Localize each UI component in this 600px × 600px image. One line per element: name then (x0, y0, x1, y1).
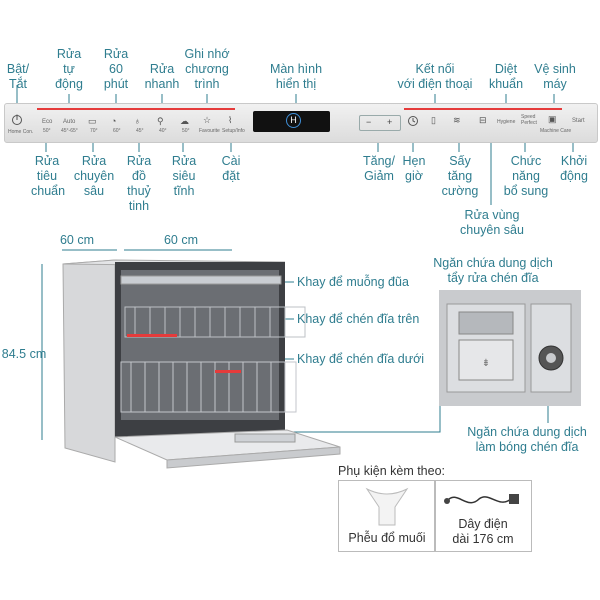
intensive-temp: 70° (90, 128, 98, 134)
power-sub-text: Home Con. (8, 129, 34, 135)
program-bar (37, 108, 235, 110)
label-upper-rack: Khay để chén đĩa trên (297, 312, 420, 326)
funnel-box: Phễu đổ muối (338, 480, 436, 552)
funnel-label: Phễu đổ muối (348, 531, 426, 545)
label-phone-connect: Kết nối với điện thoại (397, 62, 473, 91)
label-settings: Cài đặt (221, 154, 241, 183)
timer-icon[interactable] (407, 115, 419, 127)
glass-icon[interactable]: ♁ (134, 116, 141, 126)
speed-perfect-button[interactable]: Speed Perfect (521, 114, 537, 126)
label-silence-wash: Rửa siêu tĩnh (171, 154, 197, 198)
dimension-height: 84.5 cm (1, 347, 47, 361)
label-60-min-wash: Rửa 60 phút (103, 47, 129, 91)
settings-icon[interactable]: ⌇ (228, 115, 233, 125)
label-extra-dry: Sấy tăng cường (441, 154, 479, 198)
label-hygiene: Diệt khuẩn (488, 62, 524, 91)
connect-icon[interactable]: ▯ (431, 115, 436, 125)
label-rinse-aid-compartment: Ngăn chứa dung dịch làm bóng chén đĩa (467, 425, 587, 454)
60-min-icon[interactable]: ◔ (111, 116, 117, 126)
label-zone-wash: Rửa vùng chuyên sâu (460, 208, 524, 237)
power-icon[interactable] (11, 114, 23, 126)
accessories-title: Phụ kiện kèm theo: (338, 464, 446, 478)
quick-temp: 40° (159, 128, 167, 134)
star-icon[interactable]: ☆ (203, 115, 212, 125)
60-min-temp: 60° (113, 128, 121, 134)
dimension-depth: 60 cm (59, 233, 95, 247)
label-lower-rack: Khay để chén đĩa dưới (297, 352, 425, 366)
label-auto-wash: Rửa tự động (55, 47, 83, 91)
label-eco-wash: Rửa tiêu chuẩn (31, 154, 66, 198)
label-detergent-compartment: Ngăn chứa dung dịch tẩy rửa chén đĩa (433, 256, 553, 285)
salt-funnel-icon (365, 487, 409, 526)
favorite-sub-text: Favourite (199, 128, 220, 134)
label-quick-wash: Rửa nhanh (144, 62, 180, 91)
start-button[interactable]: Start (572, 118, 585, 124)
label-favorite: Ghi nhớ chương trình (184, 47, 230, 91)
silence-icon[interactable]: ☁ (180, 116, 189, 126)
silence-temp: 50° (182, 128, 190, 134)
settings-sub-text: Setup/Info (222, 128, 245, 134)
power-cable-icon (444, 494, 519, 504)
hygiene-button[interactable]: Hygiene (497, 119, 516, 125)
label-options: Chức năng bổ sung (503, 154, 549, 198)
machine-care-text: Machine Care (540, 128, 572, 134)
label-screen: Màn hình hiển thị (269, 62, 323, 91)
zone-icon[interactable]: ⊟ (479, 115, 487, 125)
extra-dry-icon[interactable]: ≋ (453, 115, 461, 125)
glass-temp: 45° (136, 128, 144, 134)
svg-text:⇟: ⇟ (482, 358, 490, 369)
cable-box: Dây điện dài 176 cm (434, 480, 532, 552)
auto-button[interactable]: Auto (63, 119, 76, 125)
label-timer: Hẹn giờ (402, 154, 426, 183)
dishwasher-illustration (62, 259, 341, 469)
label-power: Bật/ Tắt (6, 62, 30, 91)
dimension-width: 60 cm (163, 233, 199, 247)
eco-button[interactable]: Eco (42, 119, 53, 125)
machine-care-icon[interactable]: ▣ (548, 114, 557, 124)
label-intensive-wash: Rửa chuyên sâu (73, 154, 115, 198)
label-start: Khởi động (560, 154, 588, 183)
auto-temp: 45°-65° (61, 128, 78, 134)
options-bar (404, 108, 562, 110)
label-cutlery-tray: Khay để muỗng đũa (297, 275, 409, 289)
dispenser-closeup: ⇟ (439, 290, 581, 406)
intensive-icon[interactable]: ▭ (88, 116, 97, 126)
label-glass-wash: Rửa đồ thuỷ tinh (126, 154, 152, 213)
eco-temp: 50° (43, 128, 51, 134)
quick-icon[interactable]: ⚲ (157, 116, 164, 126)
bosch-logo-icon: H (286, 113, 301, 128)
plus-minus-button[interactable]: − + (359, 115, 401, 131)
label-plus-minus: Tăng/ Giảm (363, 154, 395, 183)
label-machine-care: Vệ sinh máy (534, 62, 576, 91)
cable-label: Dây điện dài 176 cm (452, 517, 514, 546)
